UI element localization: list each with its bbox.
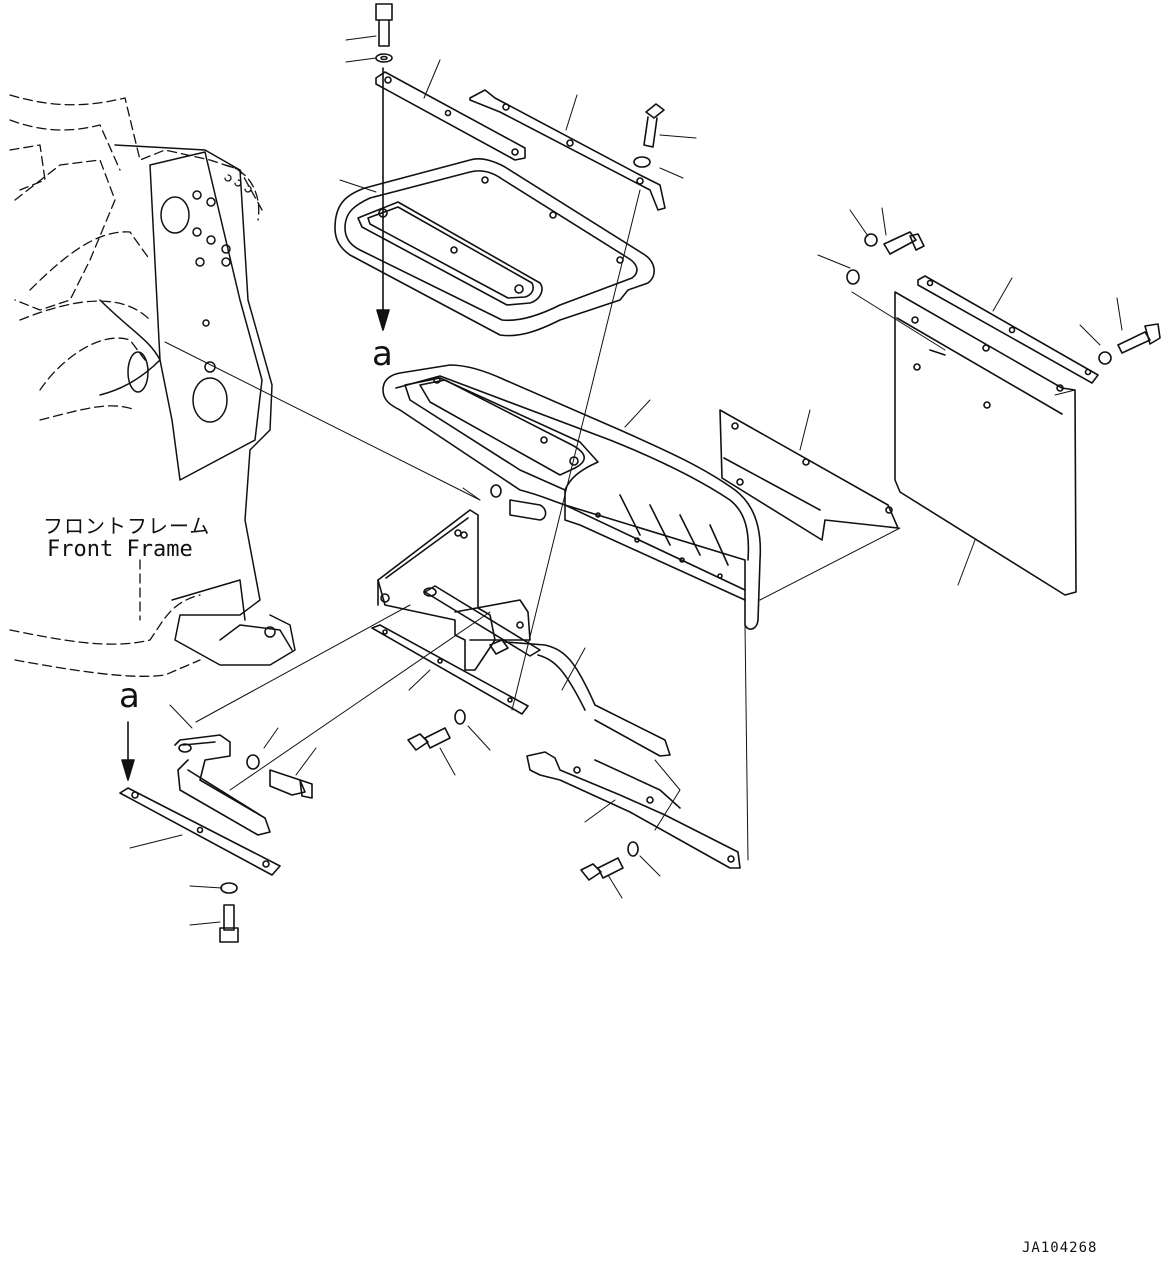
front-frame (9, 94, 263, 677)
bolt-flap-top (846, 231, 925, 285)
top-bracket-plate (375, 71, 526, 161)
detail-a-bolts (219, 754, 313, 943)
bolt-top-left (375, 3, 393, 63)
front-frame-label-en: Front Frame (47, 537, 193, 562)
bracket-bar (371, 624, 529, 715)
mud-flap (894, 291, 1077, 596)
front-frame-label-jp: フロントフレーム (43, 514, 211, 538)
mud-flap-strip (917, 275, 1099, 384)
side-plate (719, 409, 899, 541)
bolt-flap-right (1098, 323, 1161, 365)
reference-label-a-bottom: a (119, 676, 140, 716)
reference-label-a-top: a (372, 334, 393, 374)
front-frame-structure (99, 144, 296, 666)
bolt-center-pin (490, 484, 547, 521)
assembly-lines (164, 189, 1076, 861)
detail-a-bracket (119, 787, 281, 876)
arrow-a-bottom (121, 721, 135, 781)
long-stay (504, 641, 671, 757)
main-step (382, 364, 762, 630)
bolt-center-low (407, 709, 466, 751)
pivot-pin (423, 585, 541, 657)
detail-a-assembly (174, 734, 271, 836)
bolt-top-right (633, 103, 665, 168)
center-bracket (377, 509, 531, 671)
top-stay (469, 89, 666, 211)
arrow-a-top (376, 67, 390, 331)
leader-lines (129, 35, 1123, 926)
drawing-id: JA104268 (1022, 1240, 1098, 1256)
upper-step-cover (334, 158, 655, 337)
bolt-right-low (580, 841, 639, 881)
lower-stay (526, 751, 741, 869)
